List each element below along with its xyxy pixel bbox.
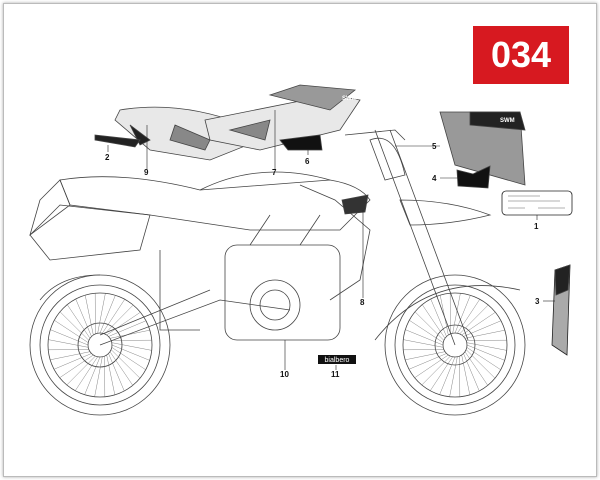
- motorcycle-body: [29, 129, 521, 346]
- wheel-spoke: [439, 356, 456, 395]
- wheel-spoke: [452, 293, 461, 334]
- callout-11: 11: [331, 370, 340, 379]
- wheel-spoke: [465, 349, 496, 379]
- wheel-spoke: [108, 353, 125, 392]
- callout-4: 4: [432, 174, 437, 183]
- callout-3: 3: [535, 297, 540, 306]
- wheel-spoke: [66, 355, 96, 386]
- diagram-frame: [3, 3, 597, 477]
- wheel-spoke: [405, 351, 446, 361]
- diagram-code-badge: 034: [473, 26, 569, 84]
- wheel-spoke: [430, 298, 447, 337]
- wheel-spoke: [48, 339, 89, 348]
- wheel-spoke: [457, 299, 480, 334]
- wheel-spoke: [102, 299, 125, 334]
- wheel-spoke: [405, 329, 444, 346]
- callout-2: 2: [105, 153, 110, 162]
- wheel-spoke: [403, 339, 444, 348]
- wheel-spoke: [464, 329, 505, 339]
- wheel-spoke: [106, 312, 141, 336]
- wheel-spoke: [408, 353, 447, 370]
- wheel-spoke: [67, 304, 91, 339]
- wheel-spoke: [110, 349, 141, 379]
- wheel-spoke: [109, 329, 150, 339]
- wheel-spoke: [111, 347, 146, 370]
- wheel-spoke: [50, 351, 91, 361]
- wheel-spoke: [94, 356, 103, 397]
- wheel-spoke: [409, 320, 444, 343]
- wheel-spoke: [461, 354, 471, 395]
- callout-1: 1: [534, 222, 539, 231]
- wheel-spoke: [111, 342, 152, 351]
- wheel-spoke: [97, 293, 106, 334]
- wheel-spoke: [53, 353, 92, 370]
- wheel-spoke: [108, 320, 147, 337]
- wheel-spoke: [466, 344, 505, 361]
- wheel-spoke: [104, 304, 134, 335]
- wheel-spoke: [466, 347, 501, 370]
- wheel-spoke: [75, 356, 98, 391]
- leader-lines: [107, 110, 555, 370]
- wheel-spoke: [463, 320, 502, 337]
- wheel-spoke: [54, 320, 89, 343]
- wheel-spoke: [414, 354, 449, 378]
- callout-10: 10: [280, 370, 289, 379]
- callout-8: 8: [360, 298, 365, 307]
- callout-9: 9: [144, 168, 149, 177]
- wheel-spoke: [422, 304, 446, 339]
- wheel-spoke: [84, 356, 101, 395]
- decals: bialbero SWM SWM: [94, 84, 573, 364]
- wheel-spoke: [59, 311, 90, 341]
- wheel-spoke: [464, 351, 488, 386]
- wheel-spoke: [109, 351, 133, 386]
- wheel-spoke: [449, 356, 458, 397]
- wheel-spoke: [421, 355, 451, 386]
- wheel-spoke: [50, 329, 89, 346]
- brand-decal-plate: SWM: [500, 118, 515, 124]
- bialbero-decal: bialbero: [325, 357, 350, 364]
- wheel-spoke: [75, 298, 92, 337]
- callout-7: 7: [272, 168, 277, 177]
- wheel-spoke: [430, 356, 453, 391]
- wheel-spoke: [414, 311, 445, 341]
- wheel-spoke: [84, 295, 94, 336]
- wheel-spoke: [466, 342, 507, 351]
- brand-decal-tank: SWM: [342, 96, 357, 102]
- wheel-spoke: [111, 344, 150, 361]
- callout-6: 6: [305, 157, 310, 166]
- wheel-spoke: [106, 354, 116, 395]
- wheel-spoke: [59, 354, 94, 378]
- callout-5: 5: [432, 142, 437, 151]
- wheel-spoke: [461, 312, 496, 336]
- wheel-spoke: [99, 295, 116, 334]
- wheel-spoke: [463, 353, 480, 392]
- wheel-spoke: [454, 295, 471, 334]
